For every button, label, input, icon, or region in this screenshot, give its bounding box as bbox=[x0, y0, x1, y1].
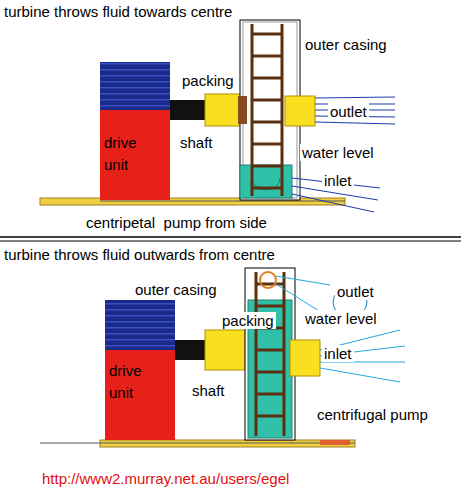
ladder-rung bbox=[252, 187, 282, 190]
ladder-rung bbox=[252, 33, 282, 36]
part-label: water level bbox=[300, 144, 376, 161]
drive-unit-box: drive unit bbox=[104, 132, 152, 176]
part-label: water level bbox=[303, 310, 379, 327]
caption-label: centripetal pump from side bbox=[84, 214, 269, 231]
part-label: outer casing bbox=[303, 36, 389, 53]
part-label: shaft bbox=[190, 382, 227, 399]
part-label: outlet bbox=[328, 103, 369, 120]
part-label: packing bbox=[220, 312, 276, 329]
node-text: drive unit bbox=[109, 360, 157, 404]
ladder-rung bbox=[256, 371, 284, 374]
part-label: outer casing bbox=[133, 281, 219, 298]
part-label: inlet bbox=[322, 345, 354, 362]
ladder-rung bbox=[252, 99, 282, 102]
ladder-rung bbox=[256, 415, 284, 418]
ladder-rung bbox=[252, 143, 282, 146]
heading: turbine throws fluid towards centre bbox=[2, 3, 234, 20]
part-label: outlet bbox=[335, 283, 376, 300]
drive-unit-box: drive unit bbox=[109, 360, 157, 404]
ladder-rung bbox=[252, 165, 282, 168]
ladder-rung bbox=[256, 349, 284, 352]
part-label: packing bbox=[180, 72, 236, 89]
node-text: drive unit bbox=[104, 132, 152, 176]
part-label: shaft bbox=[178, 134, 215, 151]
part-label: centrifugal pump bbox=[315, 406, 430, 423]
ladder-rung bbox=[252, 55, 282, 58]
ladder-rung bbox=[252, 77, 282, 80]
heading: turbine throws fluid outwards from centr… bbox=[2, 246, 277, 263]
ladder-rung bbox=[256, 393, 284, 396]
url-label: http://www2.murray.net.au/users/egel bbox=[40, 470, 291, 487]
ladder-rung bbox=[252, 121, 282, 124]
ladder-rung bbox=[256, 305, 284, 308]
part-label: inlet bbox=[322, 172, 354, 189]
